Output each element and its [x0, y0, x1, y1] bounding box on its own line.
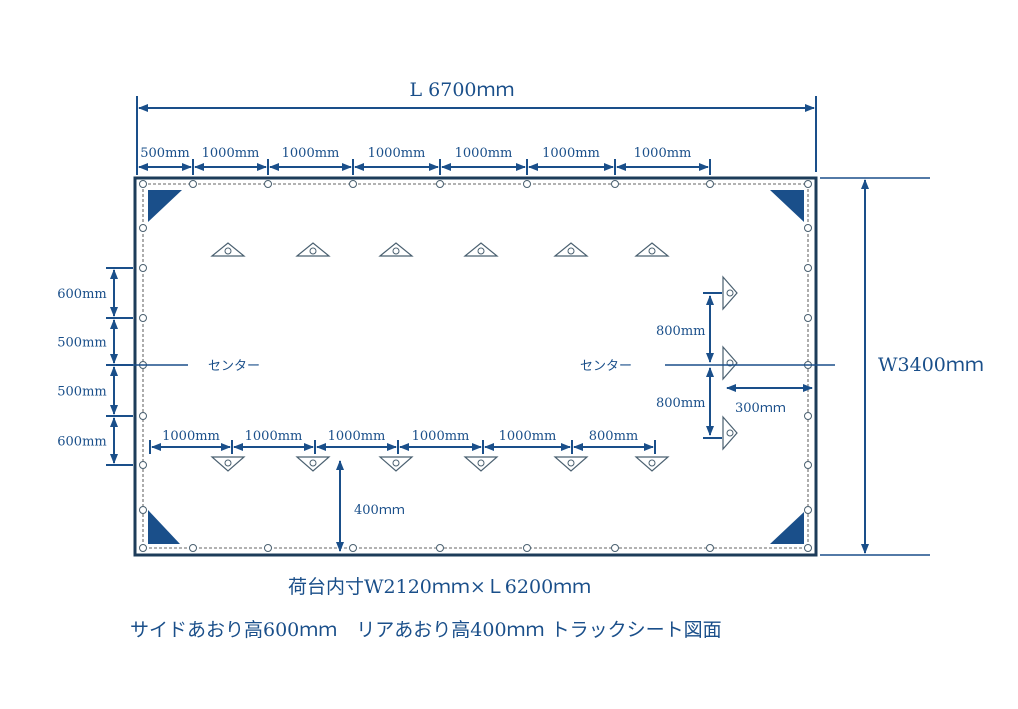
grommet [139, 412, 147, 420]
dim-label: 500mm [57, 336, 106, 351]
grommet [804, 506, 812, 514]
corner-patch-top-left [148, 190, 182, 222]
grommet [523, 544, 531, 552]
grommet [139, 314, 147, 322]
dim-label: 1000mm [202, 146, 260, 161]
grommet [392, 247, 400, 255]
grommet [139, 180, 147, 188]
dim-label: 1000mm [368, 146, 426, 161]
dim-label: 500mm [57, 385, 106, 400]
grommet [139, 506, 147, 514]
grommet [392, 459, 400, 467]
dim-label: 1000mm [282, 146, 340, 161]
caption-line-1: 荷台内寸W2120ｍｍ×Ｌ6200ｍｍ [288, 576, 591, 598]
grommet [436, 180, 444, 188]
bottom-dimensions: 1000mm 1000mm 1000mm 1000mm 1000mm 800mm [149, 429, 656, 454]
grommet [567, 459, 575, 467]
grommet [804, 412, 812, 420]
dim-label: 600mm [57, 287, 106, 302]
grommet [139, 461, 147, 469]
grommet [611, 544, 619, 552]
dim-label: 1000mm [499, 429, 557, 444]
grommet [309, 247, 317, 255]
grommet [726, 289, 734, 297]
grommet [477, 459, 485, 467]
caption-line-2: サイドあおり高600ｍｍ リアあおり高400ｍｍ トラックシート図面 [130, 619, 722, 641]
grommet [648, 247, 656, 255]
grommet [264, 544, 272, 552]
dim-label: 500mm [140, 146, 189, 161]
corner-patch-bottom-left [148, 510, 180, 544]
grommet [726, 429, 734, 437]
dim-label: 800mm [589, 429, 638, 444]
grommet [477, 247, 485, 255]
grommet [611, 180, 619, 188]
overall-width-label: W3400ｍｍ [878, 354, 984, 376]
corner-patch-top-right [770, 190, 804, 222]
dim-label: 1000mm [245, 429, 303, 444]
grommet [139, 544, 147, 552]
right-dim-upper: 800mm [656, 324, 705, 339]
overall-length-label: L 6700ｍｍ [409, 79, 514, 101]
grommets [139, 180, 812, 552]
grommet [706, 180, 714, 188]
dim-label: 600mm [57, 435, 106, 450]
right-offset-label: 300ｍｍ [735, 401, 786, 416]
grommet [309, 459, 317, 467]
dim-label: 1000mm [328, 429, 386, 444]
dim-label: 1000mm [455, 146, 513, 161]
center-label-left: センター [208, 359, 260, 374]
dim-label: 1000mm [542, 146, 600, 161]
grommet [264, 180, 272, 188]
grommet [189, 180, 197, 188]
grommet [224, 459, 232, 467]
grommet [804, 461, 812, 469]
grommet [804, 180, 812, 188]
grommet [804, 224, 812, 232]
tie-down-loops [210, 242, 738, 472]
grommet [567, 247, 575, 255]
grommet [804, 544, 812, 552]
grommet [804, 314, 812, 322]
grommet [139, 224, 147, 232]
grommet [139, 264, 147, 272]
corner-patch-bottom-right [770, 512, 804, 544]
sheet-outline [133, 176, 818, 557]
grommet [436, 544, 444, 552]
grommet [189, 544, 197, 552]
left-dimensions: 600mm 500mm 500mm 600mm [57, 267, 133, 466]
top-dimensions: 500mm 1000mm 1000mm 1000mm 1000mm 1000mm 1000m… [136, 146, 711, 175]
grommet [349, 544, 357, 552]
grommet [706, 544, 714, 552]
center-label-right: センター [580, 359, 632, 374]
grommet [648, 459, 656, 467]
right-dim-lower: 800mm [656, 396, 705, 411]
dim-label: 1000mm [162, 429, 220, 444]
grommet [523, 180, 531, 188]
grommet [224, 247, 232, 255]
dim-label: 1000mm [412, 429, 470, 444]
grommet [804, 264, 812, 272]
dim-label: 1000mm [634, 146, 692, 161]
grommet [349, 180, 357, 188]
bottom-offset-label: 400ｍｍ [354, 503, 405, 518]
